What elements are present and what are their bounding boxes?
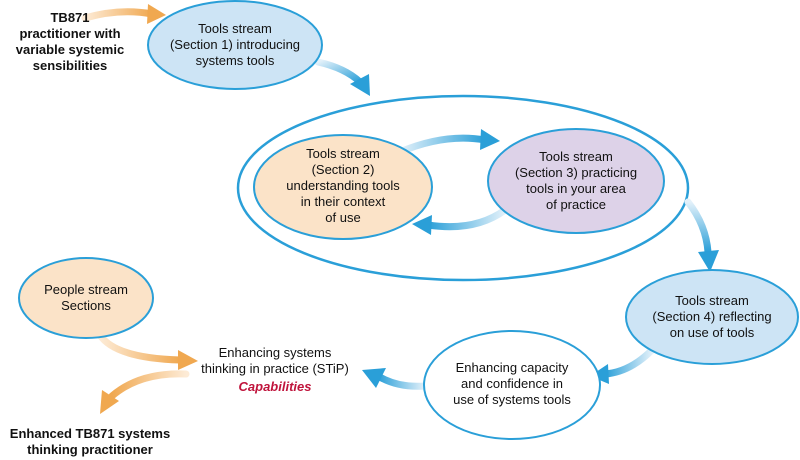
node-people-stream	[18, 257, 154, 339]
arrow-section4-to-capacity	[590, 346, 656, 384]
arrow-ring-to-section4	[684, 198, 719, 272]
node-enhancing-capacity	[423, 330, 601, 440]
label-practitioner-end: Enhanced TB871 systems thinking practiti…	[9, 426, 171, 457]
arrow-people-to-stip	[96, 331, 198, 370]
arrow-start-to-section1	[81, 4, 166, 24]
arrow-section3-to-section2	[412, 206, 509, 235]
arrow-section2-to-section3	[396, 129, 500, 156]
label-enhancing-stip: Enhancing systems thinking in practice (…	[201, 345, 349, 376]
arrow-capacity-to-stip	[362, 368, 429, 390]
node-tools-section2	[253, 134, 433, 240]
label-people-stream: People stream Sections	[44, 282, 128, 313]
label-capabilities: Capabilities	[238, 379, 312, 394]
node-tools-section1	[147, 0, 323, 90]
node-tools-section4	[625, 269, 799, 365]
label-tools-section3: Tools stream (Section 3) practicing tool…	[514, 149, 638, 212]
label-enhancing-capacity: Enhancing capacity and confidence in use…	[453, 360, 571, 407]
arrow-stip-to-end	[100, 370, 190, 414]
outer-cycle-ring	[236, 94, 690, 282]
label-practitioner-start: TB871 practitioner with variable systemi…	[15, 10, 125, 73]
node-tools-section3	[487, 128, 665, 234]
label-tools-section2: Tools stream (Section 2) understanding t…	[286, 146, 400, 225]
label-tools-section1: Tools stream (Section 1) introducing sys…	[169, 21, 301, 68]
label-tools-section4: Tools stream (Section 4) reflecting on u…	[652, 293, 772, 340]
arrow-section1-to-ring	[314, 58, 370, 96]
